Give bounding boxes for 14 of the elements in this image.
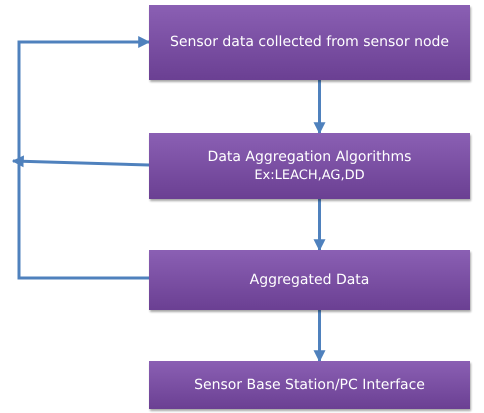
arrow (314, 199, 326, 252)
box-text: Sensor data collected from sensor node (170, 33, 450, 52)
process-box (149, 5, 470, 80)
process-box (149, 361, 470, 409)
process-box (149, 250, 470, 310)
arrow (314, 310, 326, 362)
process-box (149, 133, 470, 199)
box-text: Aggregated Data (250, 270, 370, 290)
box-text: Sensor Base Station/PC Interface (194, 376, 425, 394)
arrow (12, 155, 150, 168)
box-text: Data Aggregation Algorithms (208, 148, 412, 167)
arrow (18, 36, 150, 280)
arrow (314, 80, 326, 134)
box-subtext: Ex:LEACH,AG,DD (254, 166, 365, 184)
